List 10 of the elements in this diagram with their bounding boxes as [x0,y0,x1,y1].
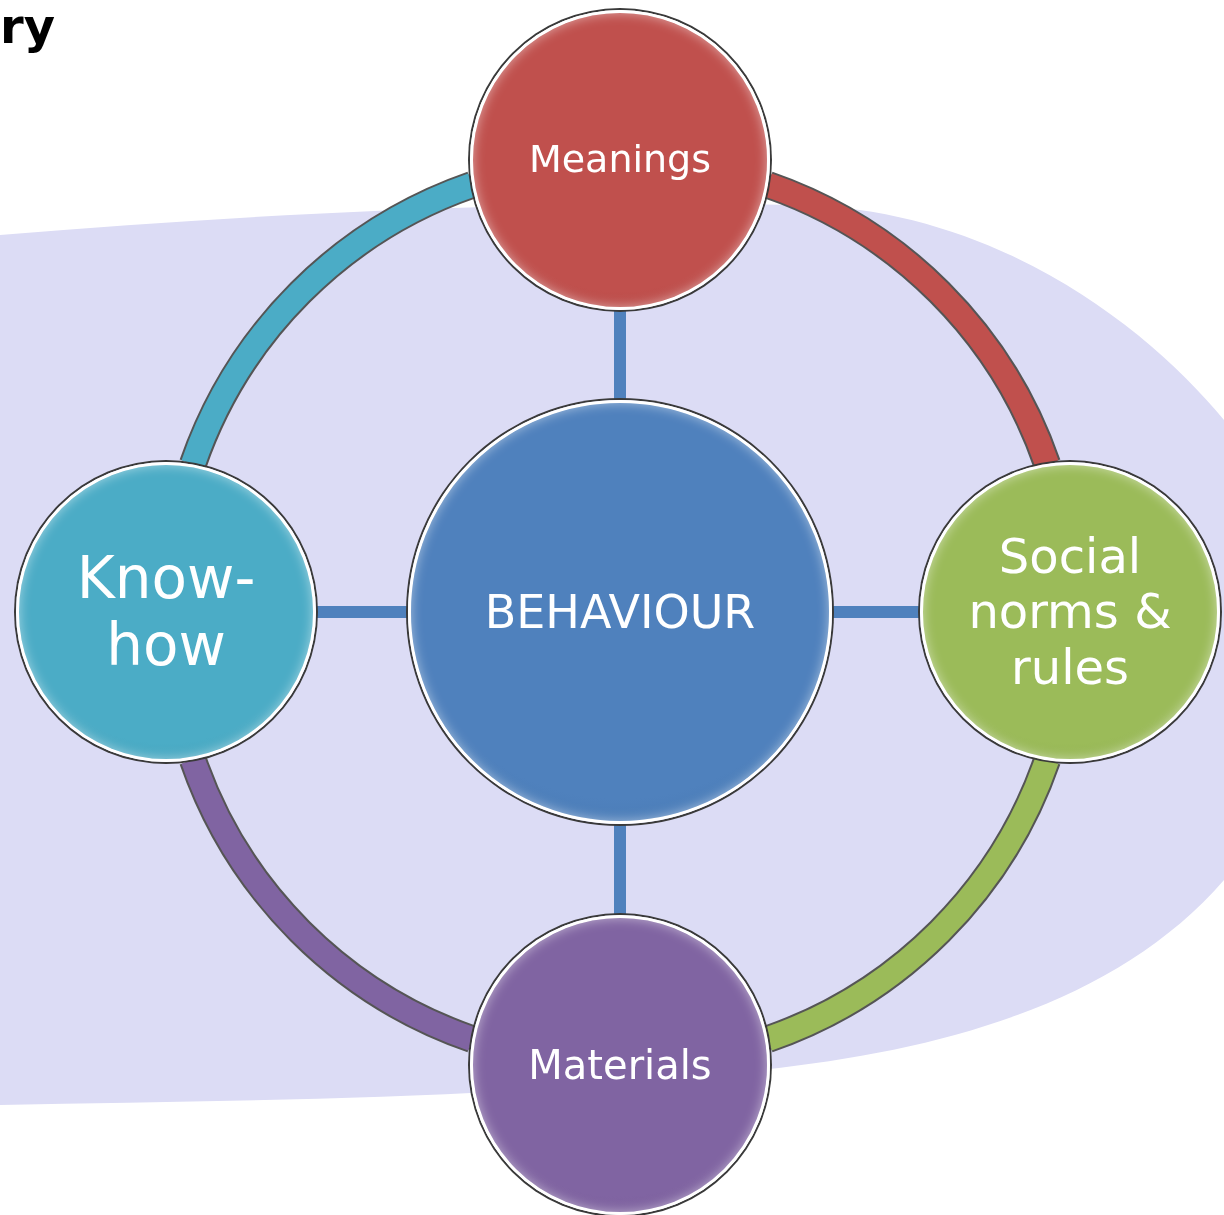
spoke-connector [614,824,626,915]
node-label: Social norms & rules [967,529,1173,695]
spoke-connector [614,310,626,400]
node-label: Know-how [75,545,257,679]
node-label: Meanings [527,138,713,182]
node-label: BEHAVIOUR [483,585,757,639]
spoke-connector [316,606,408,618]
spoke-connector [832,606,920,618]
title-fragment: ry [0,0,55,54]
node-label: Materials [527,1042,713,1088]
